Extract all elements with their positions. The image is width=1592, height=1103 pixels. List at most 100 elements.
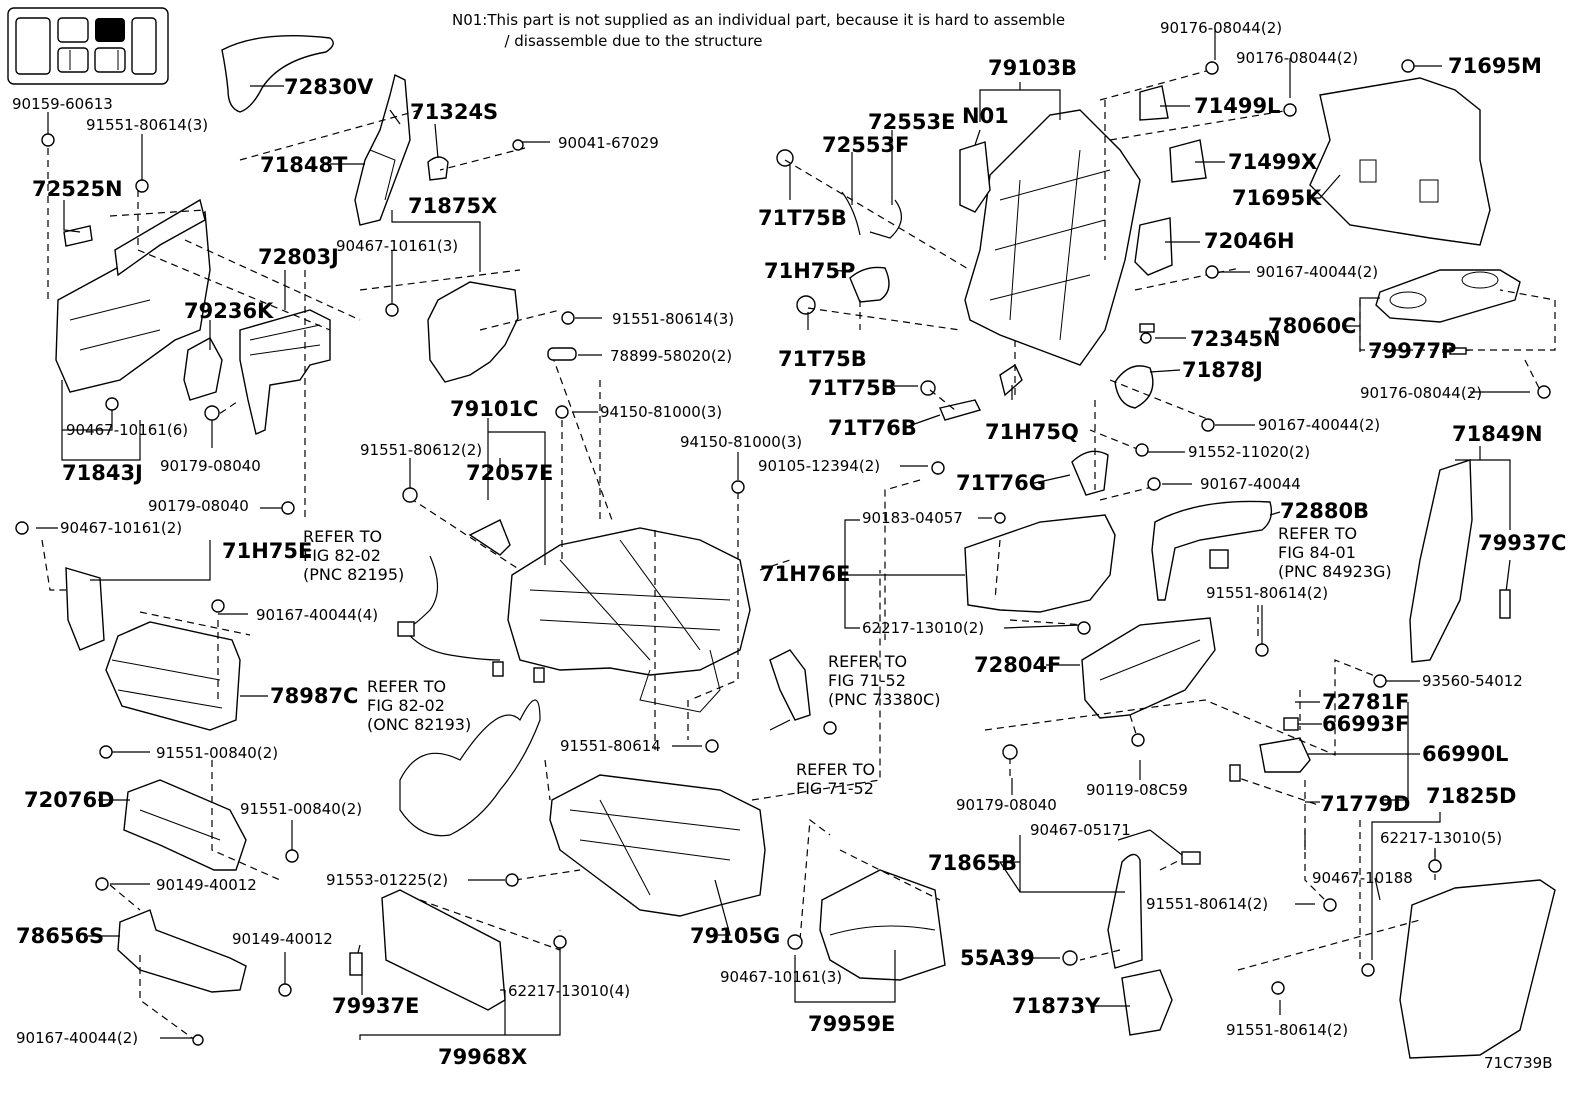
part-label[interactable]: 78899-58020(2): [610, 347, 733, 365]
part-label[interactable]: 78656S: [16, 924, 105, 948]
part-label[interactable]: 72553E: [868, 110, 956, 134]
part-label[interactable]: 79968X: [438, 1045, 528, 1069]
part-label[interactable]: 90183-04057: [862, 509, 963, 527]
part-label[interactable]: 72880B: [1280, 499, 1370, 523]
part-label[interactable]: 90149-40012: [156, 876, 257, 894]
part-label[interactable]: 90176-08044(2): [1160, 19, 1283, 37]
part-label[interactable]: 90167-40044(2): [1258, 416, 1381, 434]
part-label[interactable]: 78987C: [270, 684, 359, 708]
part-label[interactable]: 91551-00840(2): [156, 744, 279, 762]
part-label[interactable]: 90119-08C59: [1086, 781, 1188, 799]
part-label[interactable]: 66990L: [1422, 742, 1509, 766]
part-label[interactable]: 71825D: [1426, 784, 1517, 808]
part-label[interactable]: 72781F: [1322, 690, 1410, 714]
part-label[interactable]: 90105-12394(2): [758, 457, 881, 475]
refer-note[interactable]: REFER TO FIG 84-01 (PNC 84923G): [1278, 524, 1392, 581]
part-label[interactable]: 72803J: [258, 245, 339, 269]
part-label[interactable]: 71H75E: [222, 539, 313, 563]
part-label[interactable]: 91551-80614(3): [86, 116, 209, 134]
part-label[interactable]: 90167-40044(2): [16, 1029, 139, 1047]
refer-note[interactable]: REFER TO FIG 82-02 (PNC 82195): [303, 527, 405, 584]
part-label[interactable]: 66993F: [1322, 712, 1410, 736]
part-label[interactable]: 93560-54012: [1422, 672, 1523, 690]
part-label[interactable]: 90167-40044: [1200, 475, 1301, 493]
part-label[interactable]: 90167-40044(4): [256, 606, 379, 624]
part-label[interactable]: 91551-80614(2): [1146, 895, 1269, 913]
part-label[interactable]: 71T76G: [956, 471, 1047, 495]
part-label[interactable]: N01: [962, 104, 1009, 128]
part-label[interactable]: 90467-10161(2): [60, 519, 183, 537]
part-label[interactable]: 72076D: [24, 788, 115, 812]
part-label[interactable]: 90467-10188: [1312, 869, 1413, 887]
part-label[interactable]: 91551-80614(2): [1206, 584, 1329, 602]
part-label[interactable]: 71848T: [260, 153, 348, 177]
part-label[interactable]: 72553F: [822, 133, 910, 157]
part-label[interactable]: 71873Y: [1012, 994, 1101, 1018]
part-label[interactable]: 62217-13010(4): [508, 982, 631, 1000]
part-72804F-hinge: [1081, 617, 1216, 719]
part-label[interactable]: 91551-00840(2): [240, 800, 363, 818]
part-label[interactable]: 71H76E: [760, 562, 851, 586]
part-label[interactable]: 90467-10161(6): [66, 421, 189, 439]
part-label[interactable]: 72525N: [32, 177, 123, 201]
part-label[interactable]: 94150-81000(3): [680, 433, 803, 451]
part-label[interactable]: 71878J: [1182, 358, 1263, 382]
part-label[interactable]: 71865B: [928, 851, 1018, 875]
part-label[interactable]: 79937C: [1478, 531, 1567, 555]
part-label[interactable]: 90167-40044(2): [1256, 263, 1379, 281]
part-label[interactable]: 71H75Q: [985, 420, 1079, 444]
part-label[interactable]: 90179-08040: [956, 796, 1057, 814]
part-label[interactable]: 71779D: [1320, 792, 1411, 816]
part-label[interactable]: 90467-05171: [1030, 821, 1131, 839]
part-label[interactable]: 90176-08044(2): [1360, 384, 1483, 402]
part-label[interactable]: 55A39: [960, 946, 1035, 970]
part-label[interactable]: 91551-80614: [560, 737, 661, 755]
part-label[interactable]: 79236K: [184, 299, 274, 323]
part-label[interactable]: 91551-80614(2): [1226, 1021, 1349, 1039]
part-label[interactable]: 72345N: [1190, 327, 1281, 351]
part-label[interactable]: 71H75P: [764, 259, 856, 283]
part-label[interactable]: 71695M: [1448, 54, 1542, 78]
part-label[interactable]: 71843J: [62, 461, 143, 485]
part-label[interactable]: 91551-80612(2): [360, 441, 483, 459]
part-label[interactable]: 90467-10161(3): [720, 968, 843, 986]
part-label[interactable]: 79105G: [690, 924, 781, 948]
part-label[interactable]: 72046H: [1204, 229, 1295, 253]
part-label[interactable]: 90467-10161(3): [336, 237, 459, 255]
part-label[interactable]: 90159-60613: [12, 95, 113, 113]
part-label[interactable]: 71T75B: [808, 376, 897, 400]
part-label[interactable]: 62217-13010(5): [1380, 829, 1503, 847]
part-label[interactable]: 91553-01225(2): [326, 871, 449, 889]
part-label[interactable]: 90041-67029: [558, 134, 659, 152]
part-label[interactable]: 90179-08040: [160, 457, 261, 475]
part-label[interactable]: 79101C: [450, 397, 539, 421]
part-label[interactable]: 71695K: [1232, 186, 1322, 210]
part-label[interactable]: 72804F: [974, 653, 1062, 677]
part-label[interactable]: 90176-08044(2): [1236, 49, 1359, 67]
part-label[interactable]: 71875X: [408, 194, 498, 218]
part-label[interactable]: 91552-11020(2): [1188, 443, 1311, 461]
part-label[interactable]: 71849N: [1452, 422, 1543, 446]
part-label[interactable]: 79977P: [1368, 339, 1457, 363]
part-label[interactable]: 72830V: [284, 75, 374, 99]
part-label[interactable]: 79103B: [988, 56, 1078, 80]
part-label[interactable]: 90179-08040: [148, 497, 249, 515]
part-label[interactable]: 91551-80614(3): [612, 310, 735, 328]
part-label[interactable]: 79937E: [332, 994, 420, 1018]
part-label[interactable]: 71499X: [1228, 150, 1318, 174]
part-label[interactable]: 90149-40012: [232, 930, 333, 948]
part-label[interactable]: 71T75B: [758, 206, 847, 230]
part-label[interactable]: 71T76B: [828, 416, 917, 440]
part-label[interactable]: 72057E: [466, 461, 554, 485]
refer-note[interactable]: REFER TO FIG 82-02 (ONC 82193): [367, 677, 472, 734]
part-label[interactable]: 79959E: [808, 1012, 896, 1036]
part-label[interactable]: 78060C: [1268, 314, 1357, 338]
part-label[interactable]: 71324S: [410, 100, 499, 124]
refer-note[interactable]: REFER TO FIG 71-52 (PNC 73380C): [828, 652, 941, 709]
part-label[interactable]: 62217-13010(2): [862, 619, 985, 637]
part-label[interactable]: 71T75B: [778, 347, 867, 371]
refer-note[interactable]: REFER TO FIG 71-52: [796, 760, 876, 798]
part-label[interactable]: 94150-81000(3): [600, 403, 723, 421]
part-label[interactable]: 71499L: [1194, 94, 1281, 118]
part-71H75Q-lever: [999, 363, 1023, 397]
